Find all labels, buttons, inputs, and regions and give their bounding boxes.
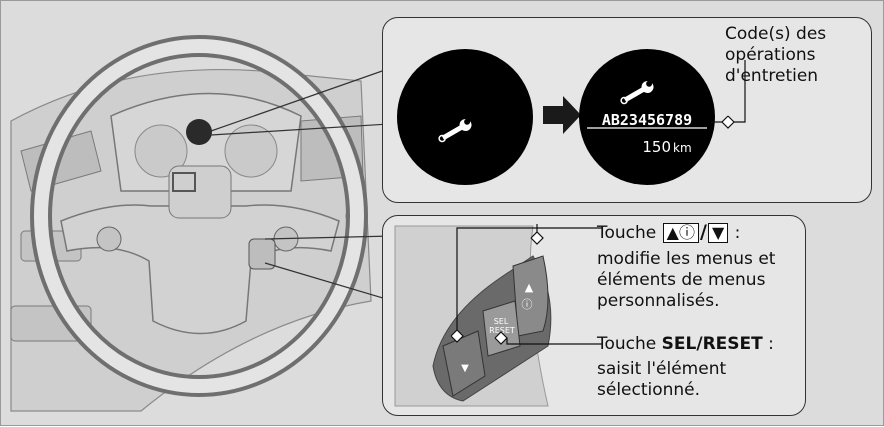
sel-reset-desc-1: saisit l'élément xyxy=(597,359,727,379)
wheel-rim-highlight xyxy=(34,39,364,393)
down-button-marker xyxy=(450,329,464,343)
distance-unit: km xyxy=(673,141,692,155)
distance-value: 150 xyxy=(642,138,671,156)
sel-reset-key-name: SEL/RESET xyxy=(661,334,763,354)
arrow-key-prefix: Touche xyxy=(597,223,657,243)
key-separator: / xyxy=(699,221,707,243)
horn-pad-top xyxy=(168,165,232,219)
wrench-icon xyxy=(620,80,654,105)
sel-reset-button xyxy=(482,300,521,357)
switch-detail-svg: ▲ ⓘ SEL RESET ▼ xyxy=(394,224,603,407)
reset-label: RESET xyxy=(489,326,515,335)
honda-logo xyxy=(172,172,196,192)
down-arrow-icon: ▼ xyxy=(461,363,469,374)
callout-line-top-2 xyxy=(210,122,406,136)
right-arrow-icon xyxy=(543,96,581,134)
up-button-marker xyxy=(530,231,544,245)
down-button-leader xyxy=(456,227,603,330)
maintenance-code-text: AB23456789 xyxy=(602,111,692,129)
wheel-hub xyxy=(60,204,340,335)
arrow-key-label: Touche ▲ⓘ/▼ : xyxy=(597,222,740,244)
down-button xyxy=(442,330,486,397)
maintenance-code-label-3: d'entretien xyxy=(725,66,819,86)
display-location-dot xyxy=(186,119,212,145)
up-info-key: ▲ⓘ xyxy=(662,223,699,243)
arrow-key-desc-3: personnalisés. xyxy=(597,291,720,311)
up-arrow-icon: ▲ xyxy=(525,281,534,294)
display-detail-panel: AB23456789 150 km Code(s) des opérations… xyxy=(382,17,872,203)
display-detail-svg: AB23456789 150 km xyxy=(397,49,746,185)
right-switch-cluster xyxy=(248,238,276,270)
gauge-right xyxy=(224,124,278,178)
callout-line-top-1 xyxy=(210,62,406,132)
code-callout-marker xyxy=(721,115,735,129)
sel-reset-prefix: Touche xyxy=(597,334,657,354)
sel-reset-leader xyxy=(506,338,603,345)
down-key: ▼ xyxy=(707,223,729,243)
display-before xyxy=(397,49,533,185)
arrow-key-desc-2: éléments de menus xyxy=(597,270,766,290)
sel-label: SEL xyxy=(494,317,509,326)
sel-reset-label: Touche SEL/RESET : xyxy=(597,334,774,355)
wrench-icon xyxy=(438,118,472,143)
code-callout-leader xyxy=(734,60,746,123)
maintenance-code-label-1: Code(s) des xyxy=(725,24,827,44)
arrow-key-suffix: : xyxy=(734,223,741,243)
sel-reset-suffix: : xyxy=(768,334,774,354)
arrow-key-desc-1: modifie les menus et xyxy=(597,249,776,269)
switch-detail-panel: ▲ ⓘ SEL RESET ▼ Touche ▲ⓘ/▼ : modifie le… xyxy=(382,215,806,416)
callout-line-bottom-1 xyxy=(264,235,394,240)
gauge-left xyxy=(134,124,188,178)
display-after xyxy=(579,49,715,185)
sel-reset-desc-2: sélectionné. xyxy=(597,380,701,400)
up-info-button xyxy=(512,255,549,337)
left-spoke-switch xyxy=(96,226,122,252)
callout-line-bottom-2 xyxy=(264,262,394,302)
info-icon: ⓘ xyxy=(522,298,533,311)
maintenance-code-label-2: opérations xyxy=(725,45,816,65)
